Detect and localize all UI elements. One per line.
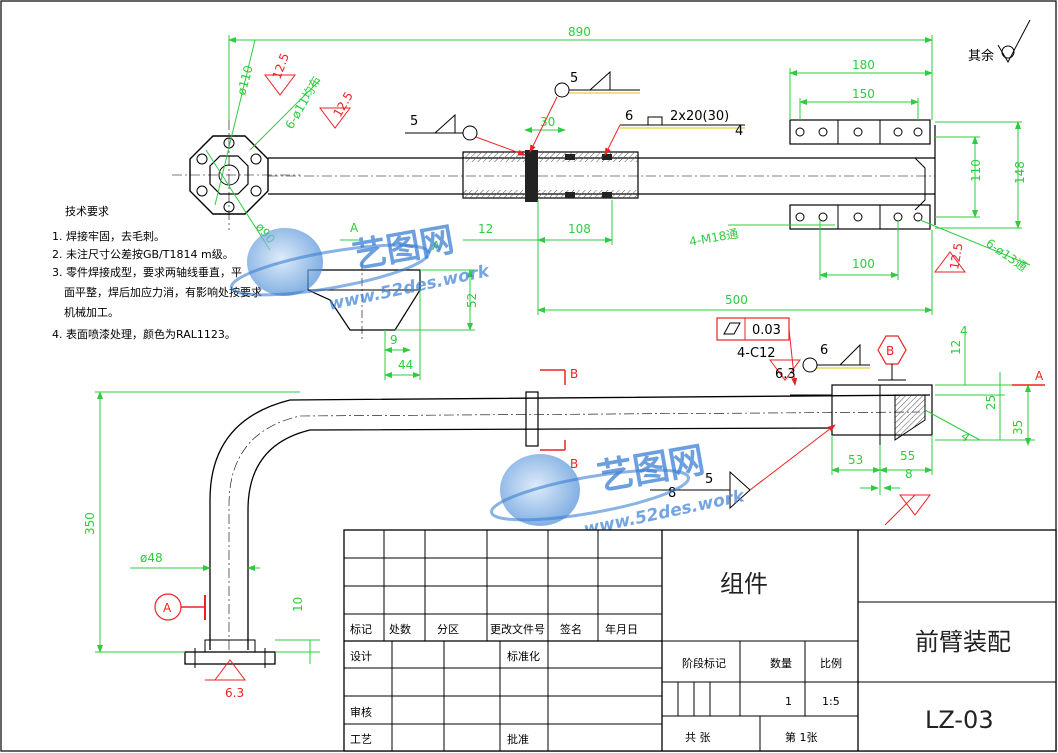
section-a-top-2: A (432, 239, 441, 253)
tb-sign: 签名 (560, 622, 582, 636)
weld-5-c: 5 (705, 472, 713, 487)
dim-500: 500 (725, 293, 748, 307)
section-a-left: A (163, 601, 172, 615)
flatness-value: 0.03 (752, 323, 781, 338)
dim-12: 12 (478, 222, 493, 236)
drawing-code: LZ-03 (925, 706, 994, 734)
tb-process: 工艺 (350, 733, 372, 746)
octagon-flange (189, 135, 269, 215)
section-markers-top: A A (340, 221, 441, 253)
dim-10: 10 (291, 597, 305, 612)
octagon-inner (209, 155, 249, 195)
note-3b: 面平整，焊后加应力消，有影响处按要求 (64, 285, 262, 299)
dim-35: 35 (1011, 420, 1025, 435)
dim-148: 148 (1013, 161, 1027, 184)
roughness-12-5-a: 12.5 (270, 51, 292, 81)
weld-2x20: 2x20(30) (670, 109, 729, 124)
weld-4: 4 (735, 124, 743, 139)
tb-sheet-no: 第 1张 (785, 730, 818, 744)
section-b-bottom: B (570, 457, 578, 471)
dim-44: 44 (398, 358, 413, 372)
dim-d110: ø110 (234, 64, 255, 97)
dim-890: 890 (568, 25, 591, 39)
technical-notes: 技术要求 1. 焊接牢固，去毛刺。 2. 未注尺寸公差按GB/T1814 m级。… (52, 205, 262, 341)
m18-holes: 4-M18通 (688, 227, 739, 249)
dim-25: 25 (984, 395, 998, 410)
front-dimensions: 350 ø48 10 53 55 8 25 35 12 4 4 (83, 324, 1035, 664)
tb-doc: 更改文件号 (490, 622, 545, 636)
top-annotations: 12.5 12.5 12.5 其余 5 5 6 2x20(30) 4 (264, 19, 1031, 273)
dim-4-a: 4 (960, 324, 968, 338)
dim-30: 30 (540, 115, 555, 129)
weld-5-a: 5 (570, 71, 578, 86)
dim-4-c: 4 (958, 429, 972, 445)
dim-108: 108 (568, 222, 591, 236)
note-3a: 3. 零件焊接成型，要求两轴线垂直，平 (52, 265, 242, 279)
front-annotations: 0.03 4-C12 6.3 6 B B B A A 6.3 5 8 (154, 317, 1045, 700)
dim-53: 53 (848, 453, 863, 467)
holes-6x11: 6-ø11均布 (282, 74, 323, 132)
tb-scale-label: 比例 (820, 656, 842, 670)
note-2: 2. 未注尺寸公差按GB/T1814 m级。 (52, 247, 234, 261)
dim-12-b: 12 (949, 340, 963, 355)
section-b-marker (877, 335, 907, 365)
dim-180: 180 (852, 58, 875, 72)
tb-approve: 批准 (507, 732, 529, 746)
section-a-right: A (1035, 369, 1044, 383)
section-b-top: B (570, 367, 578, 381)
weld-8: 8 (668, 486, 676, 501)
tb-mark: 标记 (350, 622, 372, 636)
watermark-top: 艺图网 www.52des.work (229, 220, 493, 315)
tb-stage: 阶段标记 (682, 656, 726, 670)
notes-title: 技术要求 (65, 205, 109, 218)
roughness-6-3-b: 6.3 (225, 686, 244, 700)
dim-100: 100 (852, 257, 875, 271)
dim-8: 8 (905, 467, 913, 481)
weld-6-a: 6 (625, 109, 633, 124)
top-dimensions: 890 180 150 110 148 100 500 108 12 30 52 (205, 25, 1031, 380)
tb-review: 审核 (350, 705, 372, 719)
note-1: 1. 焊接牢固，去毛刺。 (52, 229, 165, 243)
tb-qty-label: 数量 (770, 657, 792, 670)
drawing-name: 前臂装配 (915, 628, 1011, 656)
dim-150: 150 (852, 87, 875, 101)
tb-standard: 标准化 (507, 649, 540, 663)
roughness-6-3-a: 6.3 (775, 367, 796, 382)
tb-date: 年月日 (605, 622, 638, 636)
tb-total-sheets: 共 张 (685, 731, 711, 744)
roughness-12-5-c: 12.5 (947, 242, 965, 271)
note-4: 4. 表面喷漆处理，颜色为RAL1123。 (52, 327, 236, 341)
roughness-12-5-b: 12.5 (330, 89, 355, 119)
weld-6-b: 6 (820, 343, 828, 358)
title-block: 组件 前臂装配 LZ-03 标记 处数 分区 更改文件号 签名 年月日 设计 标… (343, 529, 1057, 752)
dim-9: 9 (390, 333, 398, 347)
tb-scale: 1:5 (822, 695, 840, 708)
dim-d48: ø48 (140, 551, 163, 565)
dim-350: 350 (83, 512, 97, 535)
tb-design: 设计 (350, 650, 372, 663)
holes-6x13: 6-ø13通 (983, 236, 1029, 274)
tb-qty: 1 (785, 695, 792, 708)
section-a-top: A (350, 221, 359, 235)
note-3c: 机械加工。 (64, 305, 119, 319)
dim-55: 55 (900, 449, 915, 463)
tb-count: 处数 (389, 623, 411, 636)
chamfer-c12: 4-C12 (737, 346, 776, 361)
dim-110: 110 (969, 159, 983, 182)
weld-5-b: 5 (410, 114, 418, 129)
tb-zone: 分区 (437, 623, 459, 636)
front-view (184, 384, 933, 668)
dim-52: 52 (465, 293, 479, 308)
roughness-rest-label: 其余 (968, 48, 994, 64)
part-type: 组件 (720, 570, 768, 598)
watermark-brand-top: 艺图网 (350, 220, 457, 277)
section-b-hex: B (886, 344, 894, 358)
